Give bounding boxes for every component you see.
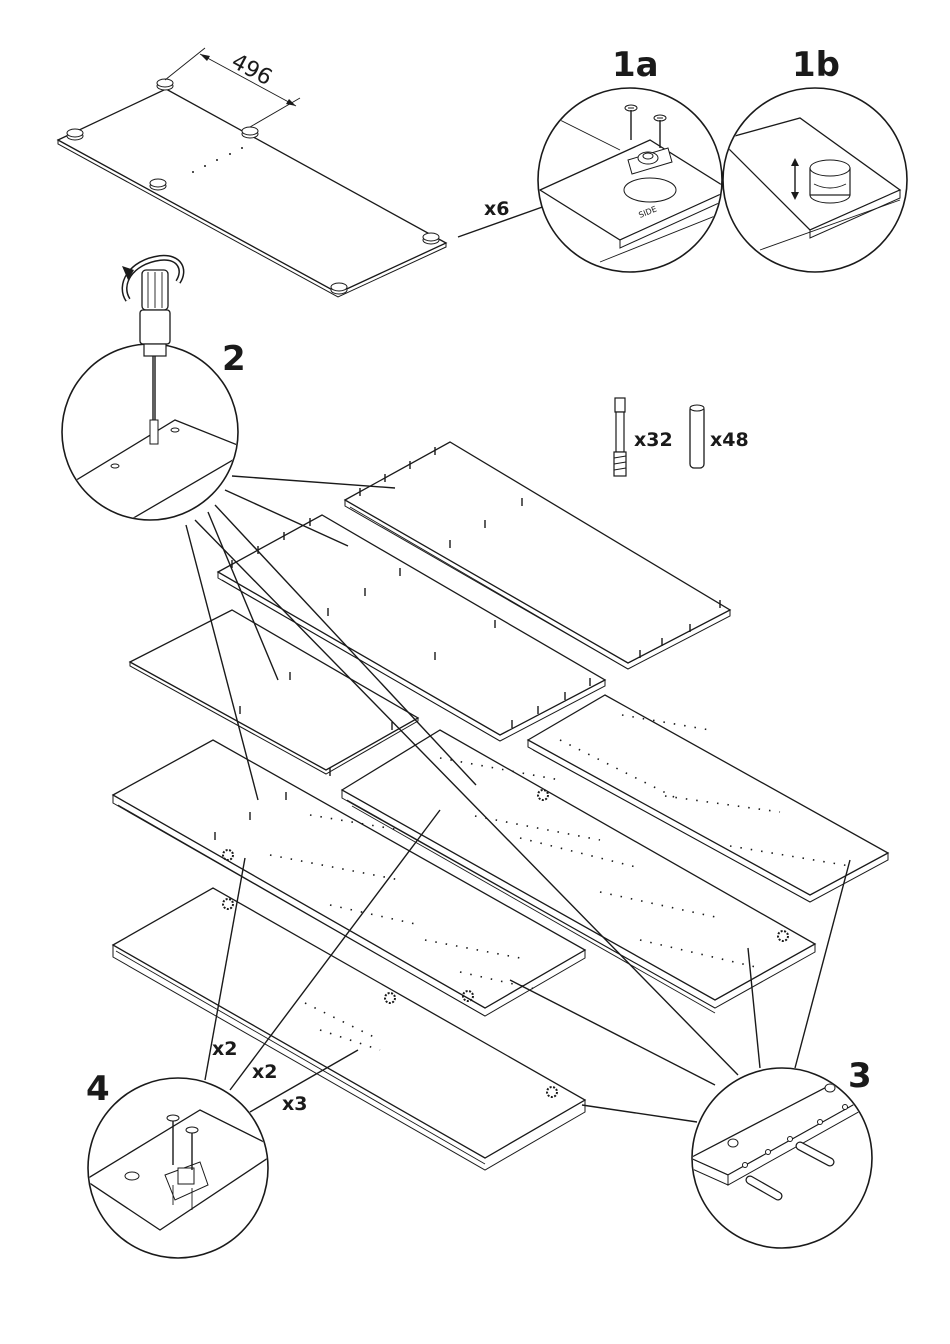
foot-marker <box>242 127 258 138</box>
detail-circle-1a: SIDE <box>538 88 730 272</box>
foot-marker <box>331 283 347 294</box>
step-number-1a: 1a <box>612 45 659 85</box>
connector-bolt-icon <box>614 398 626 476</box>
dimension-label: 496 <box>227 49 276 91</box>
step-number-3: 3 <box>848 1056 872 1096</box>
wooden-dowel-icon <box>690 405 704 468</box>
step-number-4: 4 <box>86 1069 110 1109</box>
foot-marker <box>423 233 439 244</box>
base-panel <box>58 79 446 297</box>
adjustable-foot-icon <box>810 160 850 203</box>
dowel-quantity: x48 <box>710 429 749 451</box>
foot-marker <box>67 129 83 140</box>
hinge-quantity-a: x2 <box>212 1038 237 1060</box>
detail-circle-4 <box>85 1078 280 1258</box>
detail-circle-1b <box>720 88 907 272</box>
feet-quantity: x6 <box>484 198 509 220</box>
step-number-2: 2 <box>222 339 246 379</box>
hinge-quantity-c: x3 <box>282 1093 307 1115</box>
foot-marker <box>150 179 166 190</box>
connector-bolt-quantity: x32 <box>634 429 673 451</box>
foot-marker <box>157 79 173 90</box>
hinge-quantity-b: x2 <box>252 1061 277 1083</box>
step-number-1b: 1b <box>792 45 840 85</box>
